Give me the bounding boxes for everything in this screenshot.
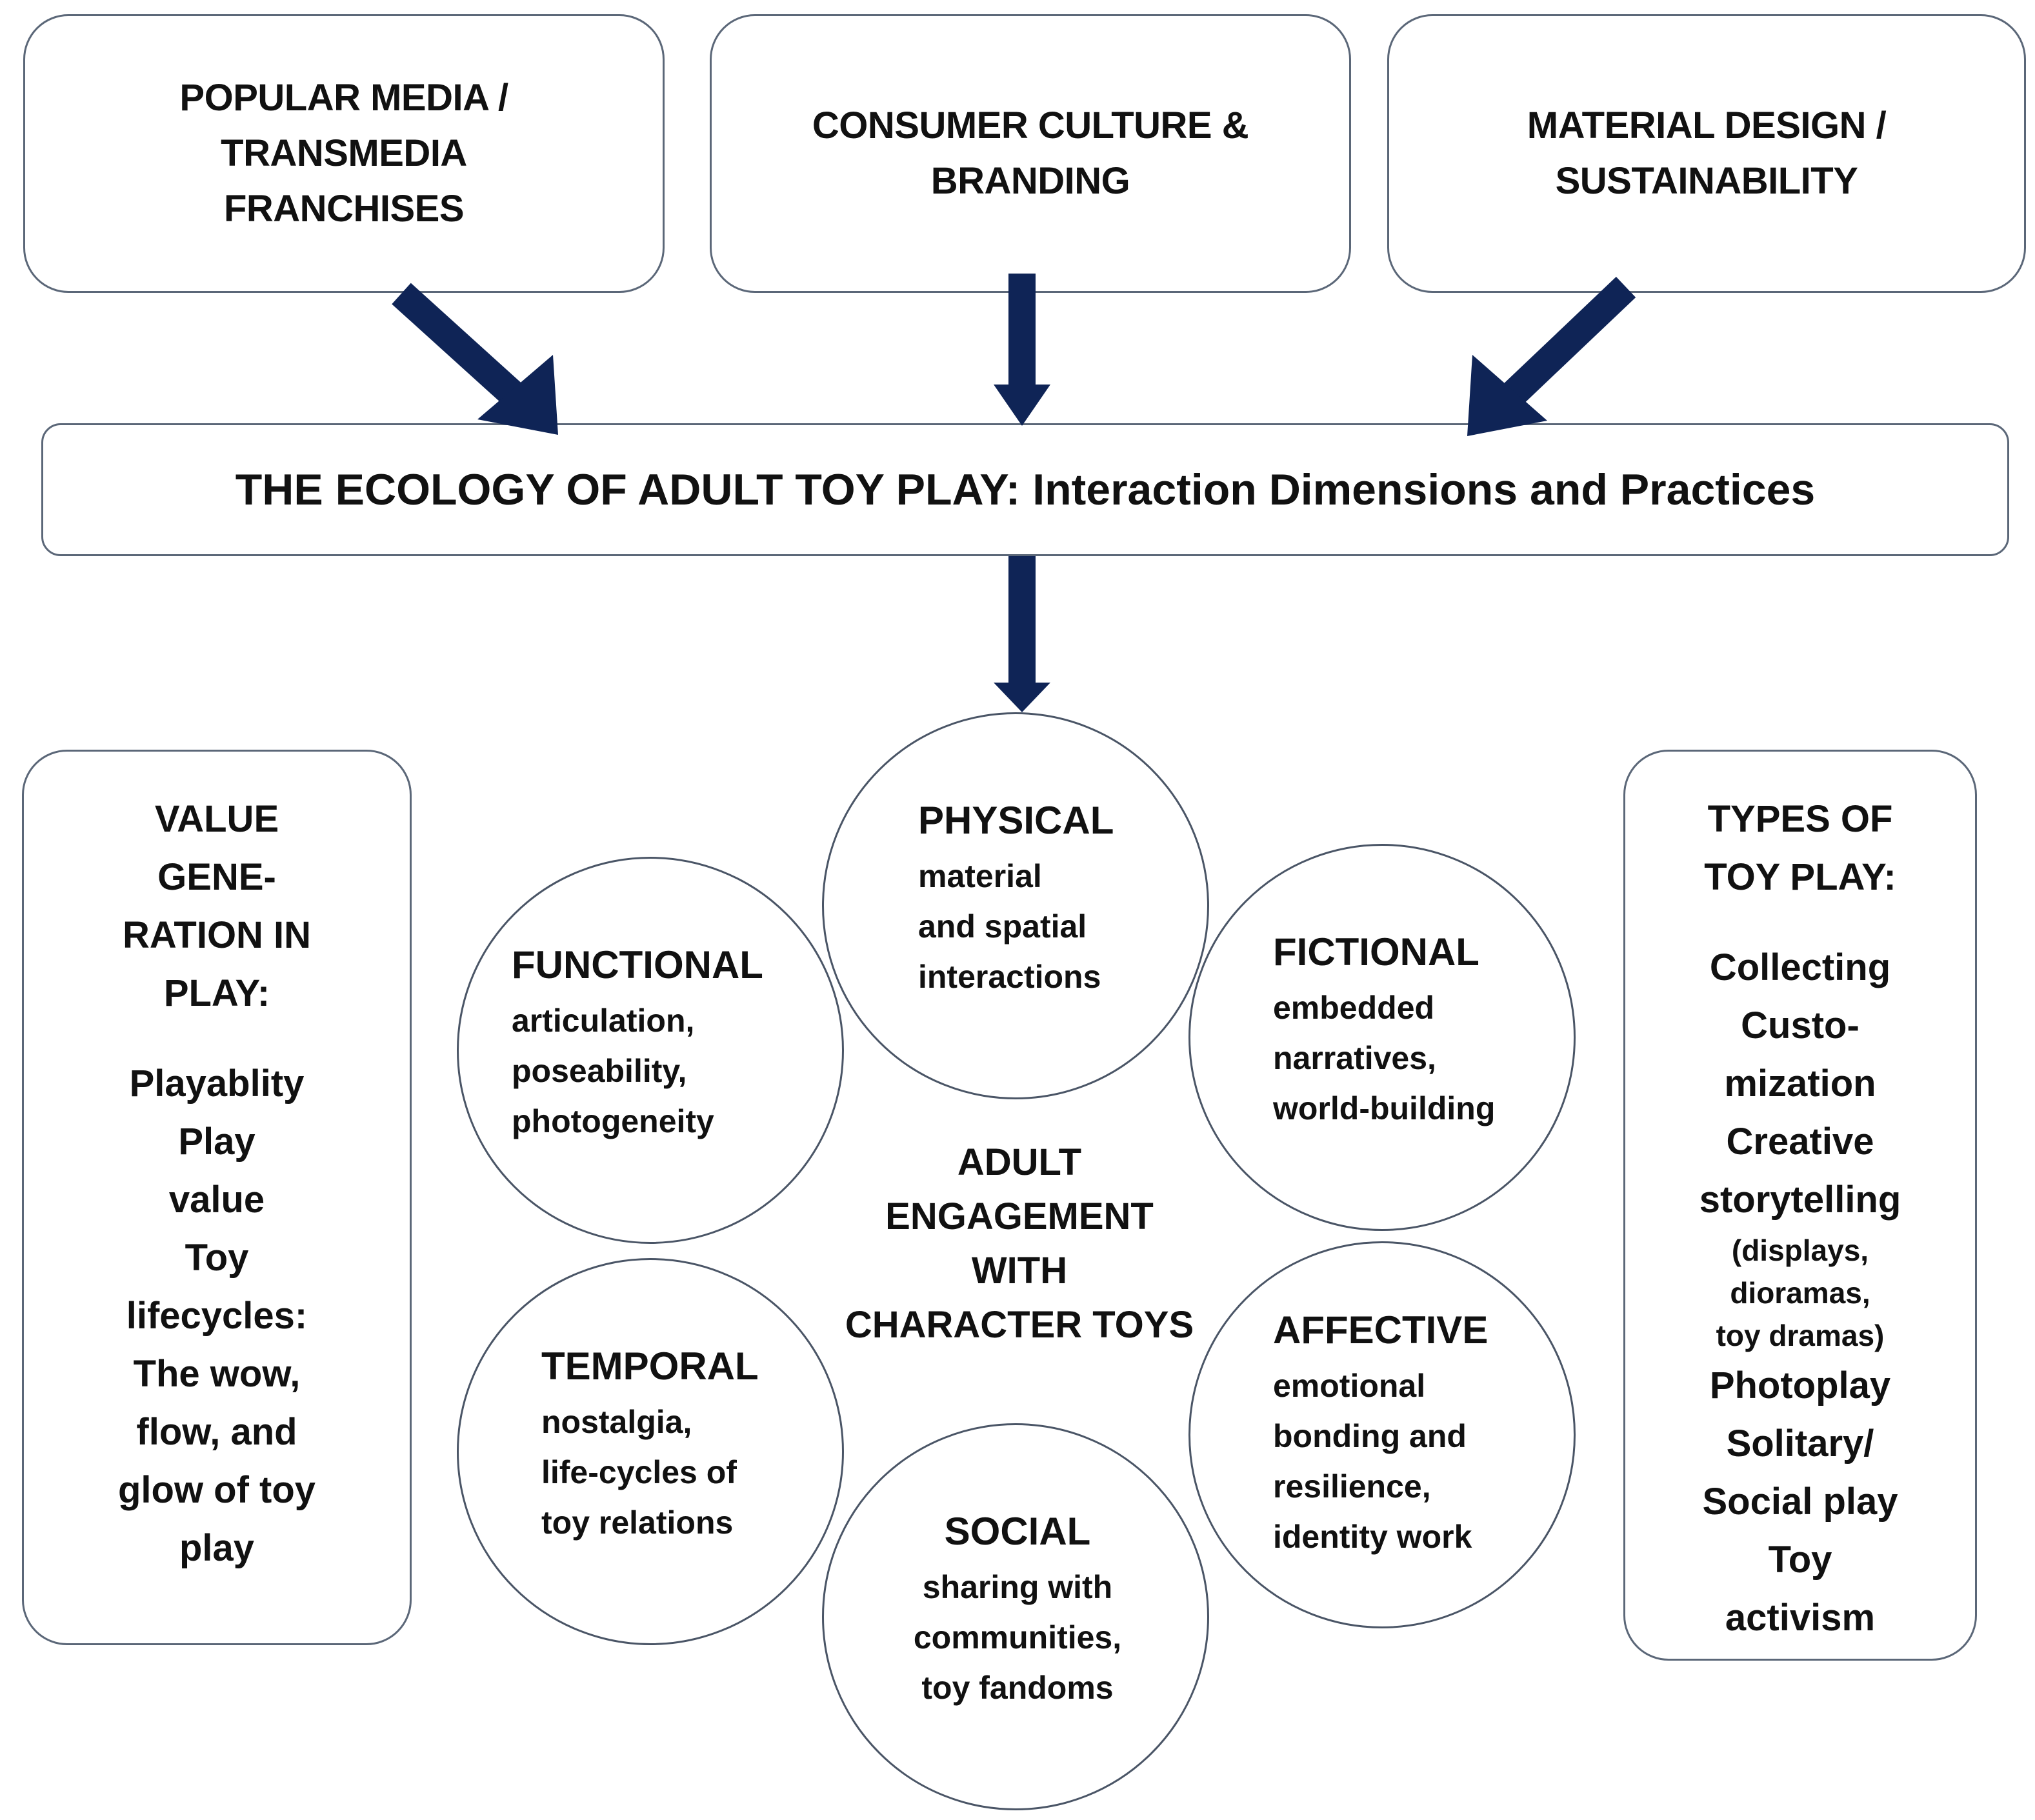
center-line-3: WITH xyxy=(971,1250,1068,1292)
fictional-desc: embedded narratives, world-building xyxy=(1273,983,1495,1134)
physical-title: PHYSICAL xyxy=(918,799,1114,842)
value-generation-heading: VALUE GENE- RATION IN PLAY: xyxy=(123,790,311,1023)
popular-media-line-3: FRANCHISES xyxy=(223,188,465,230)
physical-desc-1: material xyxy=(918,858,1042,894)
physical-circle: PHYSICAL material and spatial interactio… xyxy=(822,712,1209,1099)
types-item-10: activism xyxy=(1725,1597,1876,1639)
types-of-play-list: Collecting Custo- mization Creative stor… xyxy=(1699,939,1901,1647)
types-heading-1: TYPES OF xyxy=(1707,798,1893,840)
fictional-desc-2: narratives, xyxy=(1273,1040,1436,1076)
types-item-6: Photoplay xyxy=(1709,1365,1891,1406)
functional-desc: articulation, poseability, photogeneity xyxy=(512,995,714,1146)
value-heading-4: PLAY: xyxy=(163,972,270,1014)
types-item-1: Collecting xyxy=(1709,946,1891,988)
arrow-material-design-icon xyxy=(1467,277,1636,436)
affective-desc: emotional bonding and resilience, identi… xyxy=(1273,1361,1472,1562)
value-item-6: The wow, xyxy=(133,1353,301,1395)
affective-circle: AFFECTIVE emotional bonding and resilien… xyxy=(1188,1241,1576,1628)
value-generation-box: VALUE GENE- RATION IN PLAY: Playablity P… xyxy=(22,750,412,1645)
material-design-line-1: MATERIAL DESIGN / xyxy=(1527,105,1887,146)
center-line-4: CHARACTER TOYS xyxy=(845,1304,1194,1346)
social-circle: SOCIAL sharing with communities, toy fan… xyxy=(822,1423,1209,1810)
types-of-play-heading: TYPES OF TOY PLAY: xyxy=(1704,790,1896,906)
types-small-1: (displays, xyxy=(1731,1234,1869,1267)
temporal-desc-1: nostalgia, xyxy=(541,1404,692,1440)
types-item-9: Toy xyxy=(1768,1539,1832,1581)
functional-desc-3: photogeneity xyxy=(512,1103,714,1139)
functional-title: FUNCTIONAL xyxy=(512,943,763,986)
value-generation-list: Playablity Play value Toy lifecycles: Th… xyxy=(118,1055,316,1577)
popular-media-line-2: TRANSMEDIA xyxy=(221,132,467,174)
value-item-7: flow, and xyxy=(136,1411,297,1453)
value-item-9: play xyxy=(179,1527,255,1569)
types-item-3: mization xyxy=(1724,1063,1876,1105)
value-item-5: lifecycles: xyxy=(126,1295,308,1337)
consumer-culture-line-2: BRANDING xyxy=(930,160,1130,202)
social-desc-2: communities, xyxy=(913,1619,1122,1655)
ecology-title: THE ECOLOGY OF ADULT TOY PLAY: Interacti… xyxy=(235,465,1816,514)
functional-desc-1: articulation, xyxy=(512,1003,695,1039)
affective-desc-1: emotional xyxy=(1273,1368,1426,1404)
functional-desc-2: poseability, xyxy=(512,1053,687,1089)
temporal-desc: nostalgia, life-cycles of toy relations xyxy=(541,1397,737,1548)
affective-title: AFFECTIVE xyxy=(1273,1308,1489,1352)
popular-media-box: POPULAR MEDIA / TRANSMEDIA FRANCHISES xyxy=(23,14,665,293)
fictional-circle: FICTIONAL embedded narratives, world-bui… xyxy=(1188,844,1576,1231)
fictional-title: FICTIONAL xyxy=(1273,930,1479,974)
value-item-1: Playablity xyxy=(129,1063,305,1105)
value-item-8: glow of toy xyxy=(117,1469,316,1511)
ecology-title-box: THE ECOLOGY OF ADULT TOY PLAY: Interacti… xyxy=(41,423,2009,556)
social-desc-1: sharing with xyxy=(922,1569,1113,1605)
types-heading-2: TOY PLAY: xyxy=(1704,856,1896,898)
arrow-popular-media-icon xyxy=(392,283,558,435)
social-desc: sharing with communities, toy fandoms xyxy=(824,1562,1211,1713)
consumer-culture-box: CONSUMER CULTURE & BRANDING xyxy=(710,14,1351,293)
types-of-play-box: TYPES OF TOY PLAY: Collecting Custo- miz… xyxy=(1623,750,1977,1661)
temporal-circle: TEMPORAL nostalgia, life-cycles of toy r… xyxy=(457,1258,844,1645)
value-heading-1: VALUE xyxy=(154,798,279,840)
value-item-2: Play xyxy=(178,1121,256,1163)
temporal-desc-2: life-cycles of xyxy=(541,1454,737,1490)
types-item-2: Custo- xyxy=(1741,1005,1860,1046)
temporal-desc-3: toy relations xyxy=(541,1505,734,1541)
physical-desc: material and spatial interactions xyxy=(918,851,1101,1002)
affective-desc-4: identity work xyxy=(1273,1519,1472,1555)
arrow-down-center-icon xyxy=(994,556,1050,712)
affective-desc-2: bonding and xyxy=(1273,1418,1467,1454)
consumer-culture-line-1: CONSUMER CULTURE & xyxy=(812,105,1249,146)
center-line-2: ENGAGEMENT xyxy=(885,1195,1154,1237)
types-item-8: Social play xyxy=(1702,1481,1898,1523)
types-item-7: Solitary/ xyxy=(1726,1423,1874,1465)
material-design-line-2: SUSTAINABILITY xyxy=(1555,160,1858,202)
types-small-2: dioramas, xyxy=(1730,1276,1870,1310)
types-item-5: storytelling xyxy=(1699,1179,1901,1221)
center-engagement-label: ADULT ENGAGEMENT WITH CHARACTER TOYS xyxy=(819,1135,1219,1352)
popular-media-line-1: POPULAR MEDIA / xyxy=(179,77,508,119)
value-item-4: Toy xyxy=(185,1237,249,1279)
affective-desc-3: resilience, xyxy=(1273,1468,1431,1505)
functional-circle: FUNCTIONAL articulation, poseability, ph… xyxy=(457,857,844,1244)
temporal-title: TEMPORAL xyxy=(541,1345,759,1388)
fictional-desc-3: world-building xyxy=(1273,1090,1496,1126)
value-item-3: value xyxy=(168,1179,265,1221)
physical-desc-2: and spatial xyxy=(918,908,1087,945)
value-heading-3: RATION IN xyxy=(122,914,312,956)
center-line-1: ADULT xyxy=(957,1141,1082,1183)
types-item-4: Creative xyxy=(1726,1121,1874,1163)
physical-desc-3: interactions xyxy=(918,959,1101,995)
material-design-box: MATERIAL DESIGN / SUSTAINABILITY xyxy=(1387,14,2026,293)
fictional-desc-1: embedded xyxy=(1273,990,1435,1026)
types-small-3: toy dramas) xyxy=(1716,1319,1885,1352)
social-desc-3: toy fandoms xyxy=(921,1670,1114,1706)
value-heading-2: GENE- xyxy=(157,856,276,898)
arrow-consumer-culture-icon xyxy=(994,274,1050,426)
social-title: SOCIAL xyxy=(944,1510,1091,1553)
